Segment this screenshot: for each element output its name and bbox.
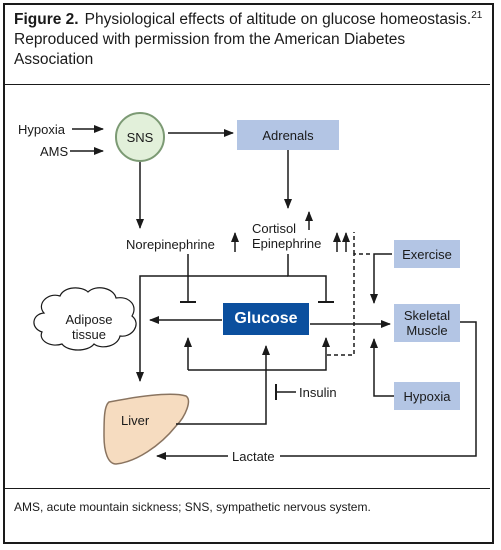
adrenals-box: Adrenals [237, 120, 339, 150]
glucose-label: Glucose [234, 310, 298, 327]
cortisol-label: Cortisol [252, 221, 297, 236]
liver-shape [103, 393, 190, 465]
adipose-cloud-shape [33, 287, 137, 351]
hypoxia-box: Hypoxia [394, 382, 460, 410]
exercise-box: Exercise [394, 240, 460, 268]
exercise-to-muscle-arrow [370, 253, 392, 304]
epinephrine-inhibit-line [287, 254, 327, 302]
lactate-label: Lactate [230, 449, 277, 464]
epinephrine-label: Epinephrine [252, 236, 322, 251]
sns-node-circle [115, 112, 165, 162]
caption-text-continued: Reproduced with permission from the Amer… [14, 31, 406, 68]
loop-bottom-line [188, 337, 330, 371]
hypoxia-box-label: Hypoxia [403, 388, 451, 404]
adipose-label-line1: Adipose [65, 312, 113, 327]
ams-input-label: AMS [40, 144, 69, 159]
figure-caption: Figure 2. Physiological effects of altitu… [14, 10, 484, 70]
footnote: AMS, acute mountain sickness; SNS, sympa… [14, 500, 371, 514]
sns-label: SNS [126, 130, 154, 145]
norepinephrine-to-liver-line [136, 254, 189, 382]
exercise-label: Exercise [402, 246, 452, 262]
skeletal-muscle-box: Skeletal Muscle [394, 304, 460, 342]
hypoxia-to-muscle-arrow [370, 338, 394, 397]
skeletal-label-line2: Muscle [406, 323, 448, 338]
glucose-box: Glucose [223, 303, 309, 335]
liver-label: Liver [121, 413, 150, 428]
skeletal-label-line1: Skeletal [403, 308, 451, 323]
figure-label: Figure 2. [14, 11, 79, 28]
caption-reference: 21 [471, 9, 483, 21]
hypoxia-input-label: Hypoxia [18, 122, 65, 137]
adipose-tissue-label: Adipose tissue [56, 312, 122, 342]
norepinephrine-label: Norepinephrine [126, 237, 215, 252]
liver-to-glucose-arrow [176, 345, 270, 425]
exercise-dashed-line [326, 253, 370, 356]
insulin-label: Insulin [299, 385, 337, 400]
adrenals-label: Adrenals [262, 127, 314, 143]
caption-divider [4, 84, 490, 85]
adipose-label-line2: tissue [72, 327, 106, 342]
lactate-loop-line [280, 321, 477, 457]
footnote-divider [4, 488, 490, 489]
caption-text: Physiological effects of altitude on glu… [84, 11, 472, 28]
